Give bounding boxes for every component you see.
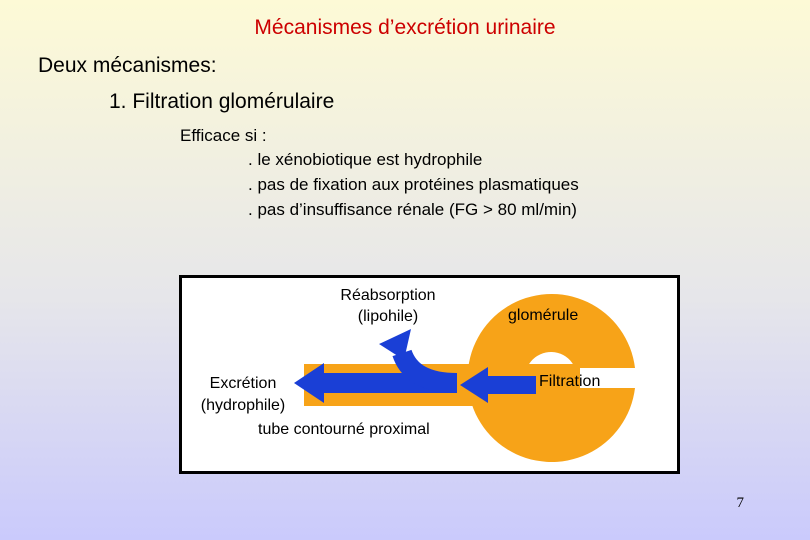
reabsorption-label: Réabsorption (lipohile) xyxy=(320,285,456,327)
excretion-label-line2: (hydrophile) xyxy=(200,397,286,414)
reabsorption-label-line2: (lipohile) xyxy=(357,308,419,325)
slide-title: Mécanismes d’excrétion urinaire xyxy=(254,16,556,39)
excretion-label-line1: Excrétion xyxy=(209,375,277,392)
efficacy-label: Efficace si : xyxy=(180,126,267,145)
mechanism-heading: 1. Filtration glomérulaire xyxy=(109,90,335,113)
section-heading: Deux mécanismes: xyxy=(38,54,217,77)
reabsorption-arrow xyxy=(379,329,458,393)
condition-item: . pas d’insuffisance rénale (FG > 80 ml/… xyxy=(248,200,577,219)
page-number: 7 xyxy=(736,495,745,511)
nephron-diagram-graphic xyxy=(294,294,635,462)
condition-item: . pas de fixation aux protéines plasmati… xyxy=(248,175,579,194)
nephron-diagram: Réabsorption (lipohile) glomérule Excrét… xyxy=(179,275,680,474)
condition-item: . le xénobiotique est hydrophile xyxy=(248,150,483,169)
glomerulus-shape xyxy=(467,294,635,462)
filtration-label: Filtration xyxy=(539,373,601,390)
reabsorption-label-line1: Réabsorption xyxy=(340,287,436,304)
tube-label: tube contourné proximal xyxy=(258,421,430,438)
glomerulus-label: glomérule xyxy=(508,307,579,324)
excretion-label: Excrétion (hydrophile) xyxy=(184,373,302,417)
filtration-arrow xyxy=(460,367,536,403)
